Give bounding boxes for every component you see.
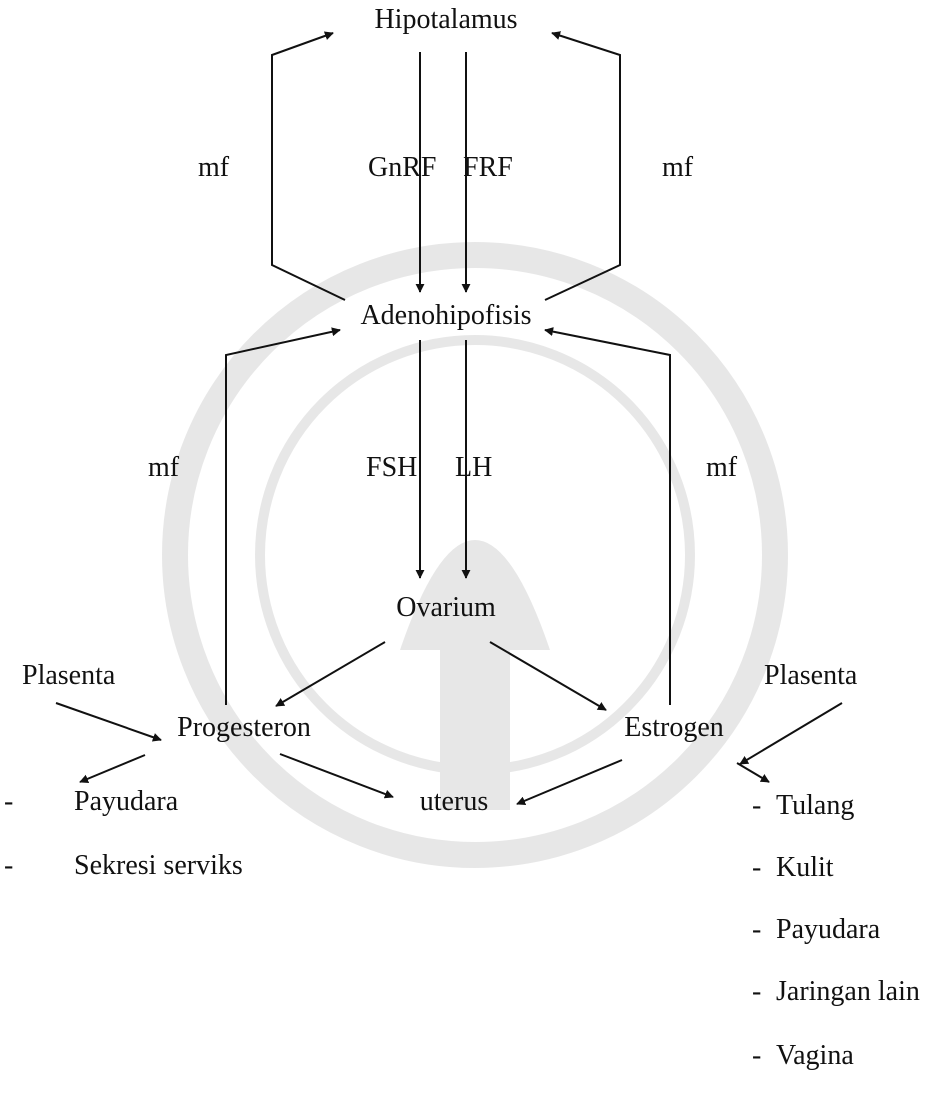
progesteron-target-item: Sekresi serviks xyxy=(74,850,243,881)
adenohipofisis-node: Adenohipofisis xyxy=(360,300,532,331)
estrogen-target-item: Jaringan lain xyxy=(776,976,920,1007)
mf-top-right-arrow xyxy=(544,31,621,301)
estrogen-target-bullet: - xyxy=(752,914,762,945)
estrogen-node: Estrogen xyxy=(624,712,724,743)
hipotalamus-node: Hipotalamus xyxy=(374,4,518,35)
estrogen-target-item: Tulang xyxy=(776,790,855,821)
progesteron-target-bullet: - xyxy=(4,786,14,817)
frf-label: FRF xyxy=(463,152,513,183)
mf-bottom-right-arrow xyxy=(544,327,671,705)
mf-bottom-left-label: mf xyxy=(148,452,180,483)
estrogen-target-item: Vagina xyxy=(776,1040,854,1071)
estrogen-target-bullet: - xyxy=(752,790,762,821)
ovarium-to-progesteron-arrow xyxy=(275,641,386,707)
plasenta-left-arrow xyxy=(55,702,162,742)
plasenta-right-node: Plasenta xyxy=(764,660,858,691)
fsh-label: FSH xyxy=(366,452,418,483)
estrogen-target-item: Kulit xyxy=(776,852,834,883)
estrogen-target-bullet: - xyxy=(752,976,762,1007)
ovarium-to-estrogen-arrow xyxy=(489,641,607,711)
ovarium-node: Ovarium xyxy=(396,592,496,623)
uterus-node: uterus xyxy=(419,786,489,817)
mf-bottom-right-label: mf xyxy=(706,452,738,483)
lh-label: LH xyxy=(455,452,493,483)
estrogen-target-item: Payudara xyxy=(776,914,881,945)
mf-top-left-label: mf xyxy=(198,152,230,183)
mf-top-left-arrow xyxy=(271,31,346,301)
progesteron-target-bullet: - xyxy=(4,850,14,881)
plasenta-right-arrow xyxy=(739,702,843,765)
estrogen-to-targets-arrow xyxy=(736,762,770,783)
plasenta-left-node: Plasenta xyxy=(22,660,116,691)
estrogen-target-bullet: - xyxy=(752,852,762,883)
mf-bottom-left-arrow xyxy=(225,327,341,705)
progesteron-to-uterus-arrow xyxy=(279,753,394,799)
progesteron-to-payudara-arrow xyxy=(79,754,146,784)
estrogen-to-uterus-arrow xyxy=(516,759,623,806)
mf-top-right-label: mf xyxy=(662,152,694,183)
progesteron-node: Progesteron xyxy=(177,712,311,743)
gnrf-label: GnRF xyxy=(368,152,437,183)
progesteron-target-item: Payudara xyxy=(74,786,179,817)
estrogen-target-bullet: - xyxy=(752,1040,762,1071)
